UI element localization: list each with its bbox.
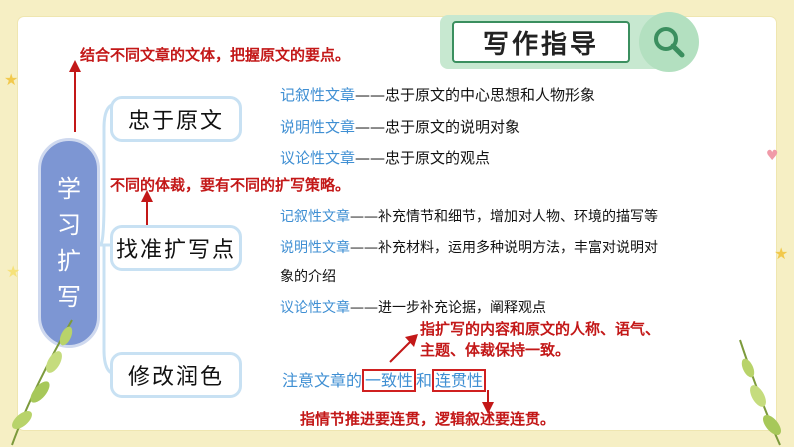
node-revise: 修改润色	[110, 352, 242, 398]
line-text: ——进一步补充论据，阐释观点	[350, 300, 546, 316]
line-text: ——忠于原文的观点	[355, 149, 491, 167]
s1-line-2: 说明性文章——忠于原文的说明对象	[280, 116, 520, 137]
genre-label: 记叙性文章	[280, 86, 356, 104]
s2-line-2-cont: 象的介绍	[280, 269, 336, 285]
arrow-head-1	[69, 60, 81, 72]
topic-char: 扩	[57, 247, 81, 275]
line-text: ——忠于原文的中心思想和人物形象	[355, 86, 596, 104]
term-coherence: 连贯性	[432, 369, 487, 392]
genre-label: 记叙性文章	[280, 209, 350, 225]
arrow-head-4	[482, 402, 494, 414]
star-icon: ★	[6, 262, 21, 281]
star-icon: ★	[774, 244, 789, 263]
node-faithful: 忠于原文	[110, 96, 242, 142]
line-text: ——补充材料，运用多种说明方法，丰富对说明对	[350, 240, 658, 256]
note-mid: 不同的体裁，要有不同的扩写策略。	[110, 176, 351, 194]
note-right-1: 指扩写的内容和原文的人称、语气、	[420, 320, 661, 338]
topic-char: 写	[57, 283, 81, 311]
node-label: 忠于原文	[127, 109, 224, 134]
note-top: 结合不同文章的文体，把握原文的要点。	[80, 46, 351, 64]
s1-line-1: 记叙性文章——忠于原文的中心思想和人物形象	[280, 84, 595, 105]
genre-label: 说明性文章	[280, 118, 356, 136]
node-label: 找准扩写点	[115, 238, 236, 263]
term-consistency: 一致性	[362, 369, 417, 392]
topic-label: 学 习 扩 写	[38, 138, 100, 348]
genre-label: 议论性文章	[280, 300, 350, 316]
arrow-head-3	[405, 334, 418, 347]
s1-line-3: 议论性文章——忠于原文的观点	[280, 147, 490, 168]
s2-line-2: 说明性文章——补充材料，运用多种说明方法，丰富对说明对	[280, 237, 658, 257]
node-label: 修改润色	[127, 365, 224, 390]
topic-char: 学	[57, 175, 81, 203]
genre-label: 说明性文章	[280, 240, 350, 256]
leaf-sprig-right-icon	[739, 339, 781, 446]
arrow-right	[389, 339, 413, 363]
page-title: 写作指导	[482, 29, 599, 60]
search-button[interactable]	[639, 12, 699, 72]
s2-line-3: 议论性文章——进一步补充论据，阐释观点	[280, 297, 546, 317]
star-icon: ★	[4, 70, 19, 89]
s3-line: 注意文章的一致性和连贯性	[282, 367, 487, 392]
note-right-2: 主题、体裁保持一致。	[420, 341, 571, 359]
search-icon	[654, 27, 685, 58]
s2-line-1: 记叙性文章——补充情节和细节，增加对人物、环境的描写等	[280, 206, 658, 226]
topic-char: 习	[57, 211, 81, 239]
header-title-box: 写作指导	[452, 21, 630, 63]
line-text: 和	[416, 371, 433, 390]
line-text: ——补充情节和细节，增加对人物、环境的描写等	[350, 209, 658, 225]
note-bottom: 指情节推进要连贯，逻辑叙述要连贯。	[300, 410, 556, 428]
node-expansion-point: 找准扩写点	[110, 225, 242, 271]
genre-label: 议论性文章	[280, 149, 356, 167]
line-text: 注意文章的	[282, 371, 363, 390]
heart-icon: ♥	[766, 148, 779, 164]
line-text: ——忠于原文的说明对象	[355, 118, 521, 136]
leaf-sprig-left-icon	[11, 319, 73, 446]
bracket-connector	[99, 102, 117, 247]
arrow-head-2	[141, 190, 153, 202]
